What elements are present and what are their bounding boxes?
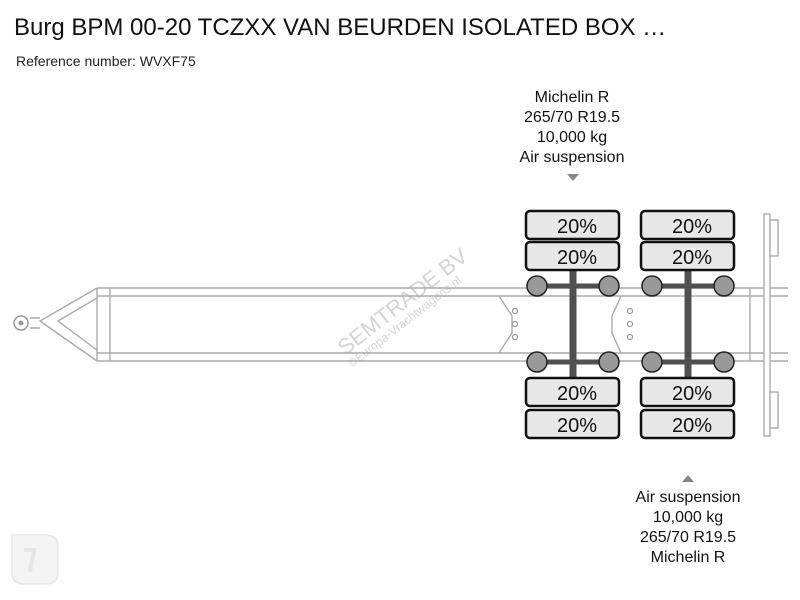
reference-number: Reference number: WVXF75: [16, 53, 196, 69]
axle-1: [526, 268, 620, 380]
tire-axle2-top-inner: 20%: [639, 240, 736, 272]
watermark-brand: SEMTRADE BV: [333, 243, 473, 360]
axle-2: [641, 268, 735, 380]
tire-axle2-bottom-inner: 20%: [639, 376, 736, 408]
hub-icon: [713, 275, 735, 297]
front-info-arrow-icon: [567, 174, 579, 181]
tread-depth-label: 20%: [557, 216, 597, 238]
tire-axle1-bottom-outer: 20%: [524, 408, 621, 440]
hub-icon: [526, 351, 548, 373]
hub-icon: [598, 275, 620, 297]
tread-depth-label: 20%: [672, 415, 712, 437]
frame-bolts: [511, 307, 634, 341]
tire-axle2-bottom-outer: 20%: [639, 408, 736, 440]
tread-depth-label: 20%: [557, 415, 597, 437]
rear-axle-load: 10,000 kg: [652, 509, 724, 526]
drawbar-eye-center: [18, 320, 24, 326]
tread-depth-label: 20%: [557, 247, 597, 269]
hub-icon: [641, 351, 663, 373]
watermark: SEMTRADE BV ©Europa-Vrachtwagens.nl: [333, 243, 473, 370]
rear-tire-size: 265/70 R19.5: [639, 529, 737, 546]
brand-logo-icon: [11, 534, 59, 585]
hub-icon: [713, 351, 735, 373]
page-title: Burg BPM 00-20 TCZXX VAN BEURDEN ISOLATE…: [14, 14, 667, 41]
front-axle-load: 10,000 kg: [536, 129, 608, 146]
front-tire-brand: Michelin R: [534, 89, 610, 106]
rear-suspension: Air suspension: [635, 489, 741, 506]
tire-axle1-bottom-inner: 20%: [524, 376, 621, 408]
tread-depth-label: 20%: [672, 216, 712, 238]
hub-icon: [526, 275, 548, 297]
tire-axle1-top-inner: 20%: [524, 240, 621, 272]
hub-icon: [641, 275, 663, 297]
rear-bumper: [763, 213, 779, 437]
tread-depth-label: 20%: [672, 247, 712, 269]
front-axle-info: Michelin R 265/70 R19.5 10,000 kg Air su…: [492, 88, 652, 168]
rear-tire-brand: Michelin R: [650, 549, 726, 566]
front-tire-size: 265/70 R19.5: [523, 109, 621, 126]
tire-axle1-top-outer: 20%: [524, 209, 621, 241]
tread-depth-label: 20%: [672, 383, 712, 405]
tire-axle2-top-outer: 20%: [639, 209, 736, 241]
tread-depth-label: 20%: [557, 383, 597, 405]
rear-info-arrow-icon: [682, 475, 694, 482]
front-suspension: Air suspension: [519, 149, 625, 166]
hub-icon: [598, 351, 620, 373]
rear-axle-info: Air suspension 10,000 kg 265/70 R19.5 Mi…: [608, 488, 768, 568]
